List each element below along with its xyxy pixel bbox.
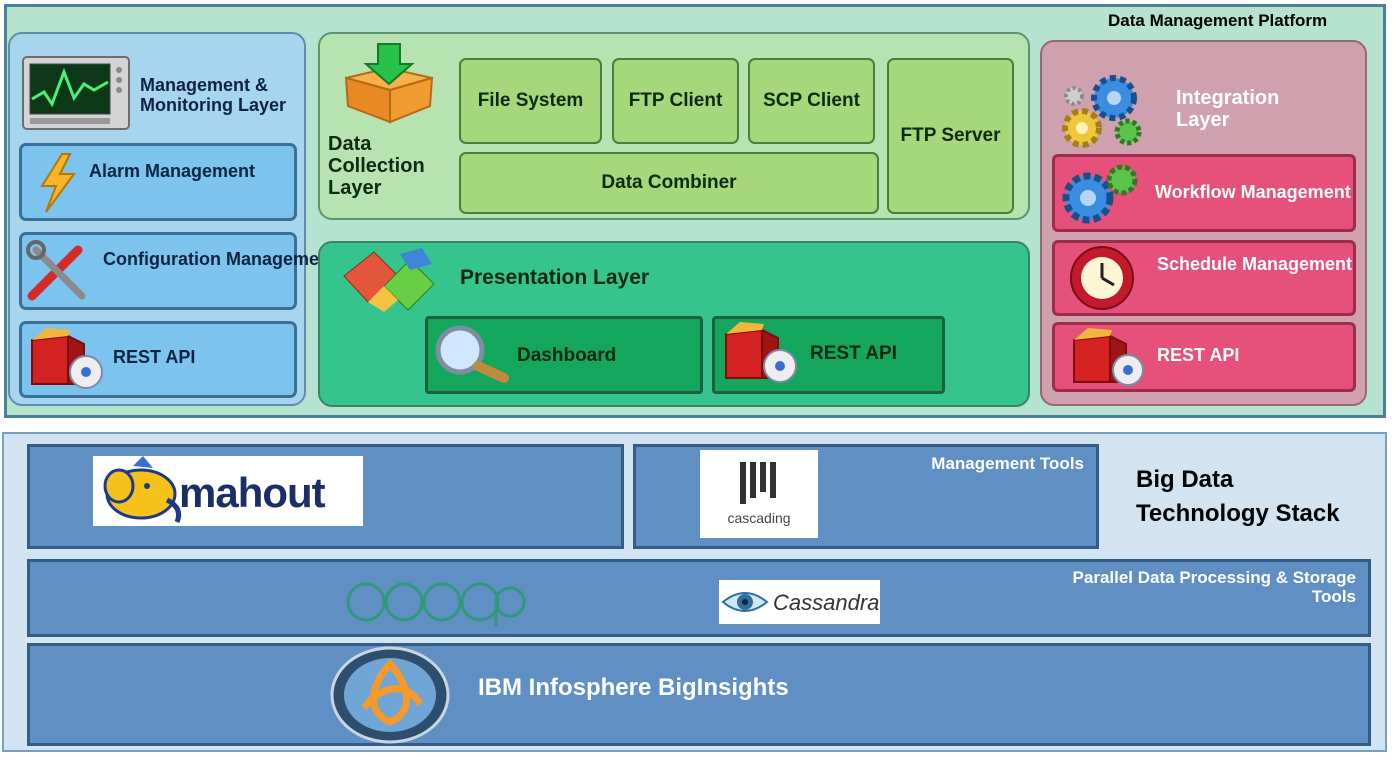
- cascading-logo: cascading: [700, 450, 818, 538]
- package-icon: [31, 328, 103, 389]
- ibm-biginsights-box: [27, 643, 1371, 746]
- parallel-processing-label: Parallel Data Processing & Storage Tools: [1072, 568, 1356, 606]
- management-tools-label: Management Tools: [931, 454, 1084, 473]
- package-icon: [725, 322, 797, 383]
- biginsights-logo-icon: [330, 646, 450, 744]
- parallel-processing-box: [27, 559, 1371, 637]
- cassandra-logo: Cassandra: [719, 580, 880, 624]
- gears-icon: [1062, 75, 1142, 148]
- workflow-management-label: Workflow Management: [1155, 182, 1351, 202]
- tools-icon: [26, 240, 86, 301]
- elephant-icon: [103, 456, 182, 523]
- cascading-wordmark: cascading: [727, 510, 791, 526]
- workflow-gears-icon: [1062, 164, 1138, 224]
- alarm-management-label: Alarm Management: [89, 161, 256, 181]
- clock-icon: [1070, 246, 1134, 310]
- ftp-server-box: FTP Server: [887, 58, 1014, 214]
- management-monitoring-label: Management & Monitoring Layer: [140, 75, 287, 115]
- integration-title: Integration Layer: [1176, 87, 1280, 131]
- dashboard-label: Dashboard: [517, 345, 617, 366]
- presentation-rest-api-label: REST API: [810, 343, 897, 364]
- lightning-icon: [40, 153, 76, 213]
- data-collection-label: Data Collection Layer: [328, 133, 425, 199]
- ibm-biginsights-label: IBM Infosphere BigInsights: [478, 674, 789, 701]
- cassandra-wordmark: Cassandra: [773, 590, 880, 615]
- file-system-box: File System: [459, 58, 602, 144]
- eye-icon: [721, 592, 769, 612]
- mahout-logo: mahout: [93, 456, 363, 526]
- ftp-client-box: FTP Client: [612, 58, 739, 144]
- platform-title: Data Management Platform: [1108, 11, 1328, 30]
- monitor-icon: [22, 56, 130, 130]
- integration-rest-api-label: REST API: [1157, 345, 1240, 365]
- mahout-wordmark: mahout: [179, 469, 326, 516]
- cascading-bars-icon: [740, 462, 776, 504]
- box-download-icon: [344, 43, 434, 124]
- big-data-title: Big Data Technology Stack: [1136, 466, 1340, 527]
- hadoop-outline-icon: [346, 582, 526, 626]
- schedule-management-label: Schedule Management: [1157, 254, 1353, 274]
- configuration-management-box: [19, 232, 297, 310]
- package-icon: [1073, 328, 1144, 386]
- data-combiner-box: Data Combiner: [459, 152, 879, 214]
- presentation-title: Presentation Layer: [460, 266, 650, 289]
- left-rest-api-label: REST API: [113, 347, 196, 367]
- blocks-icon: [343, 248, 435, 312]
- configuration-management-label: Configuration Management: [103, 249, 336, 269]
- magnifier-icon: [435, 325, 509, 383]
- scp-client-box: SCP Client: [748, 58, 875, 144]
